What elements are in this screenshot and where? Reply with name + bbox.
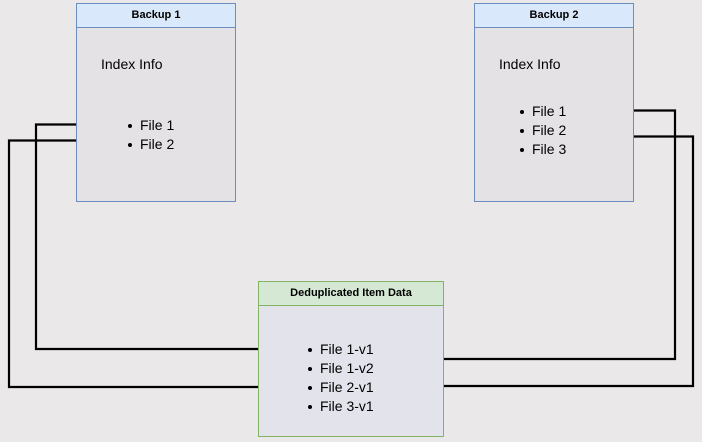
backup-1-index-info-label: Index Info: [101, 56, 163, 72]
node-backup-2[interactable]: Backup 2 Index Info File 1 File 2 File 3: [474, 3, 634, 202]
list-item[interactable]: File 3-v1: [307, 397, 374, 416]
list-item[interactable]: File 1-v1: [307, 340, 374, 359]
node-backup-1-body: Index Info File 1 File 2: [77, 28, 235, 201]
list-item[interactable]: File 1: [127, 116, 174, 135]
list-item[interactable]: File 1-v2: [307, 359, 374, 378]
node-backup-2-header: Backup 2: [475, 4, 633, 28]
backup-1-file-list: File 1 File 2: [127, 116, 174, 154]
list-item[interactable]: File 1: [519, 102, 566, 121]
node-backup-1-header: Backup 1: [77, 4, 235, 28]
backup-2-index-info-label: Index Info: [499, 56, 561, 72]
dedup-file-list: File 1-v1 File 1-v2 File 2-v1 File 3-v1: [307, 340, 374, 416]
node-backup-1[interactable]: Backup 1 Index Info File 1 File 2: [76, 3, 236, 202]
node-backup-2-body: Index Info File 1 File 2 File 3: [475, 28, 633, 201]
list-item[interactable]: File 2: [519, 121, 566, 140]
node-dedup-header: Deduplicated Item Data: [259, 282, 443, 306]
list-item[interactable]: File 2: [127, 135, 174, 154]
list-item[interactable]: File 3: [519, 140, 566, 159]
backup-2-file-list: File 1 File 2 File 3: [519, 102, 566, 159]
list-item[interactable]: File 2-v1: [307, 378, 374, 397]
node-dedup-body: File 1-v1 File 1-v2 File 2-v1 File 3-v1: [259, 306, 443, 436]
node-deduplicated-item-data[interactable]: Deduplicated Item Data File 1-v1 File 1-…: [258, 281, 444, 437]
